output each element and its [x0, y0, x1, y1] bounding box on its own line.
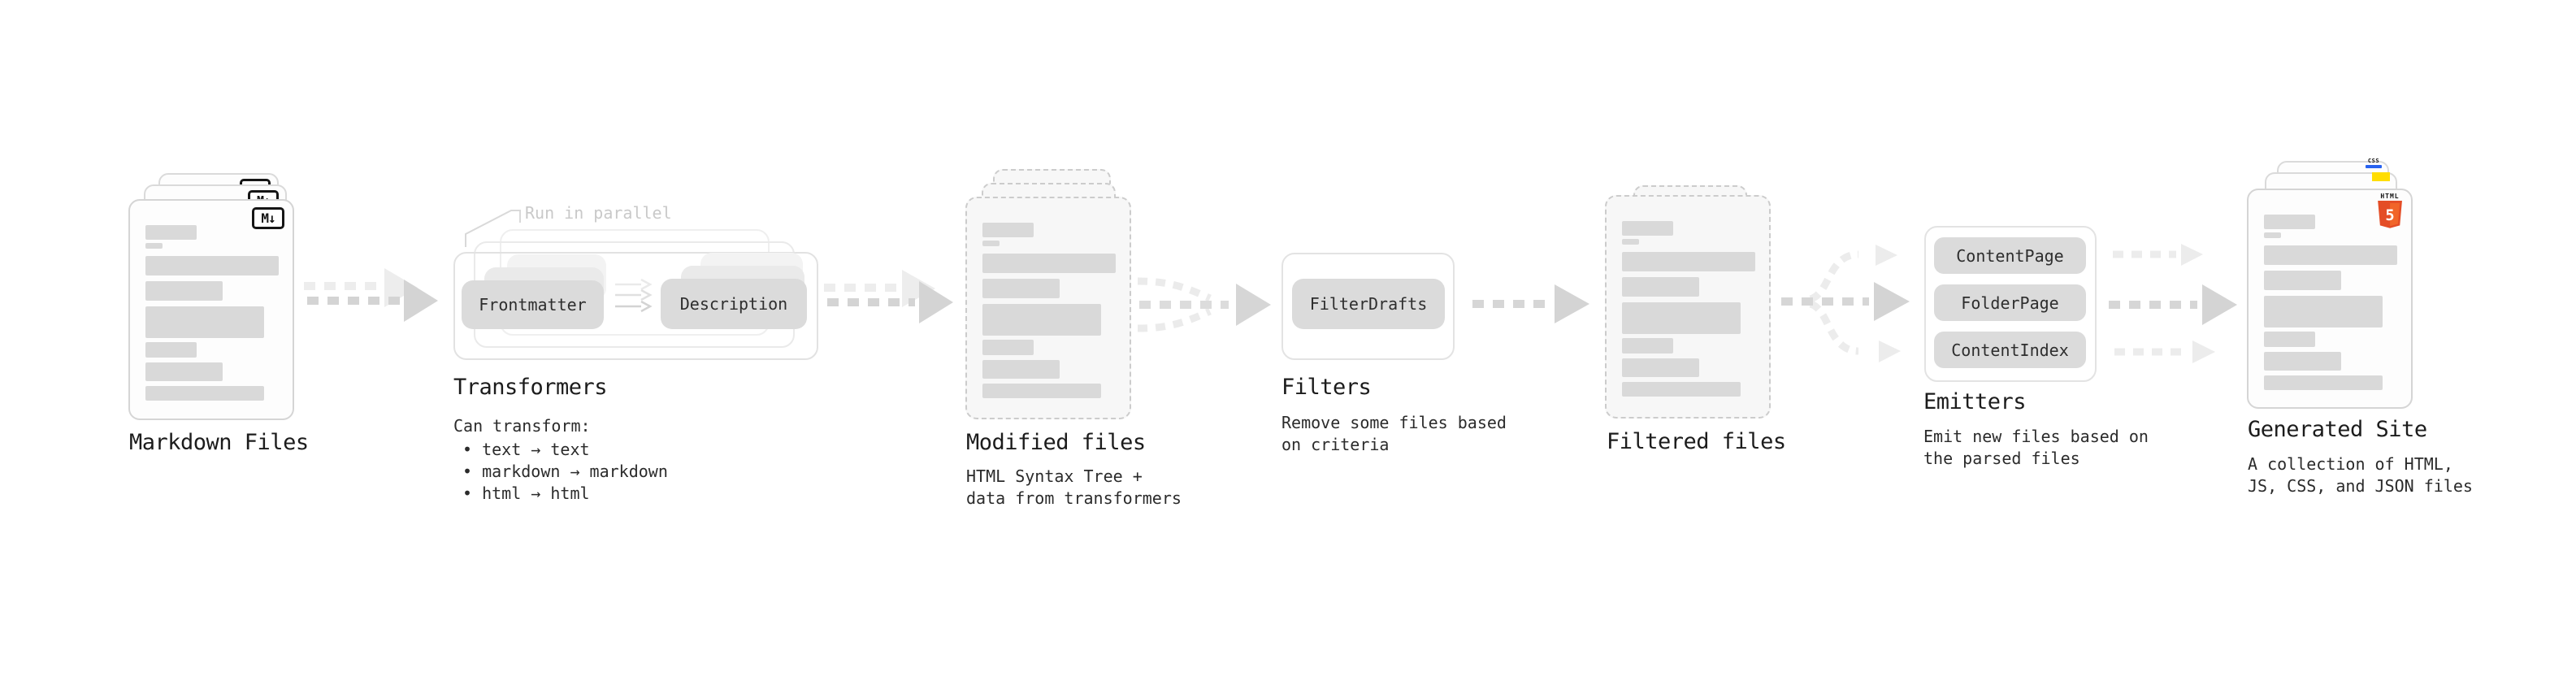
arrow-transformers-to-modified [824, 270, 953, 323]
arrow-modified-to-filters-merge [1137, 277, 1271, 332]
transformer-pill-frontmatter: Frontmatter [462, 280, 604, 329]
content-line [145, 386, 264, 401]
content-line [982, 384, 1101, 398]
css-icon-underline [2366, 165, 2382, 168]
content-line [2264, 296, 2383, 327]
content-line [2264, 332, 2315, 347]
transformers-bullet: • html → html [462, 484, 590, 503]
stage-label-markdown-files: Markdown Files [129, 430, 309, 455]
content-line [2264, 375, 2383, 390]
content-line [1622, 221, 1673, 236]
js-icon [2372, 172, 2390, 181]
filters-desc: Remove some files based on criteria [1281, 413, 1507, 454]
arrow-filters-to-filtered [1472, 284, 1589, 323]
emitters-desc: Emit new files based on the parsed files [1923, 427, 2149, 468]
content-line [145, 362, 223, 381]
html5-icon-word: HTML [2380, 193, 2400, 200]
stage-label-generated-site: Generated Site [2248, 417, 2427, 442]
content-line [2264, 232, 2281, 238]
stage-label-emitters: Emitters [1923, 389, 2027, 414]
content-line [145, 281, 223, 301]
arrow-filtered-to-emitters-fanout [1781, 245, 1910, 362]
content-line [982, 254, 1116, 273]
filter-pill-filterdrafts: FilterDrafts [1292, 279, 1445, 329]
content-line [1622, 358, 1699, 377]
transformers-desc-title: Can transform: [453, 416, 591, 436]
content-line [982, 340, 1034, 355]
filtered-file-document [1605, 195, 1771, 419]
content-line [982, 279, 1060, 298]
markdown-file-document: M↓ [128, 199, 294, 420]
emitter-pill-contentindex: ContentIndex [1934, 332, 2086, 368]
html5-icon: HTML 5 [2377, 193, 2403, 232]
transformers-bullet: • markdown → markdown [462, 462, 668, 481]
transformers-bullet: • text → text [462, 440, 590, 459]
content-line [982, 241, 1000, 246]
content-line [1622, 382, 1741, 397]
transformer-pill-description: Description [661, 279, 807, 329]
generated-site-document: HTML 5 [2247, 189, 2413, 409]
content-line [2264, 271, 2341, 290]
emitter-pill-folderpage: FolderPage [1934, 284, 2086, 321]
stage-label-filters: Filters [1281, 375, 1372, 400]
content-line [982, 360, 1060, 379]
content-line [1622, 252, 1755, 271]
stage-label-transformers: Transformers [453, 375, 608, 400]
html5-shield: 5 [2378, 201, 2402, 228]
content-line [982, 223, 1034, 237]
content-line [1622, 302, 1741, 334]
content-line [982, 304, 1101, 336]
run-in-parallel-annotation: Run in parallel [525, 203, 672, 223]
content-line [145, 306, 264, 338]
content-line [1622, 239, 1639, 245]
stage-label-modified-files: Modified files [966, 430, 1146, 455]
arrows-emitters-to-generated [2109, 244, 2237, 363]
content-line [1622, 338, 1673, 354]
content-line [145, 342, 197, 358]
stage-label-filtered-files: Filtered files [1607, 429, 1786, 454]
transformer-layer-front [453, 252, 818, 360]
content-line [2264, 215, 2315, 229]
markdown-icon: M↓ [252, 207, 284, 229]
svg-text:5: 5 [2385, 207, 2394, 224]
modified-files-desc: HTML Syntax Tree + data from transformer… [966, 466, 1182, 508]
modified-file-document [965, 197, 1131, 419]
content-line [145, 225, 197, 240]
arrow-markdown-to-transformers [304, 268, 438, 322]
css-icon-label: CSS [2367, 158, 2380, 164]
content-line [145, 256, 279, 275]
content-line [2264, 352, 2341, 371]
content-line [2264, 245, 2397, 265]
content-line [145, 243, 163, 249]
emitter-pill-contentpage: ContentPage [1934, 237, 2086, 274]
content-line [1622, 277, 1699, 297]
generated-site-desc: A collection of HTML, JS, CSS, and JSON … [2248, 454, 2473, 496]
css-icon: CSS [2366, 158, 2382, 168]
